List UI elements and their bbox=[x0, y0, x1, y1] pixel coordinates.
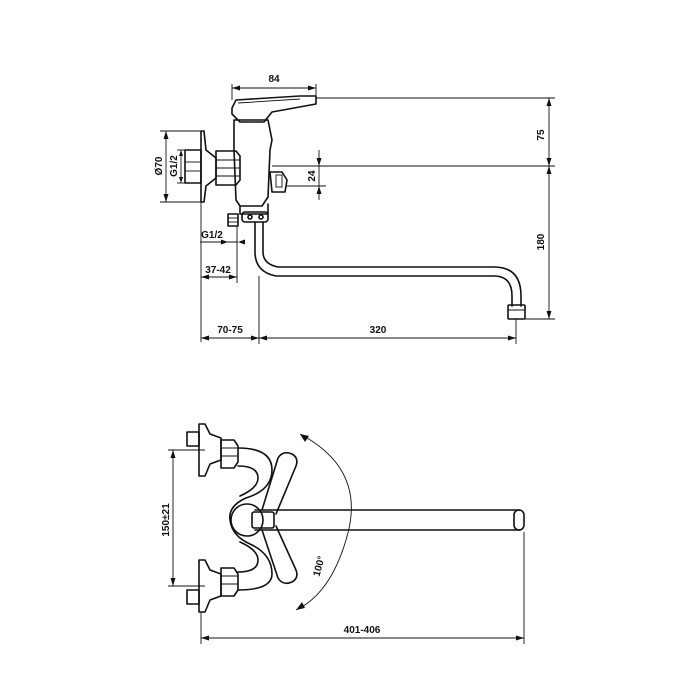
dim-outlet-offset: 24 bbox=[287, 150, 326, 200]
wall-flange bbox=[184, 130, 217, 203]
dim-label-g12-inlet: G1/2 bbox=[169, 155, 180, 177]
dim-wall-range: 37-42 bbox=[200, 202, 238, 342]
spout bbox=[254, 221, 526, 320]
side-view: 84 75 180 24 bbox=[154, 74, 555, 344]
dim-side-thread: G1/2 bbox=[200, 230, 245, 245]
dim-label-84: 84 bbox=[268, 74, 280, 85]
dim-right-heights: 75 180 bbox=[272, 97, 555, 320]
mixer-body-top bbox=[229, 447, 273, 591]
dim-inlet-thread: G1/2 bbox=[169, 149, 185, 184]
dim-centers: 150±21 bbox=[161, 449, 205, 587]
mixer-body bbox=[227, 119, 288, 227]
upper-inlet bbox=[186, 423, 239, 477]
union-nut bbox=[215, 150, 241, 186]
dim-label-75: 75 bbox=[536, 129, 547, 141]
dim-label-d70: Ø70 bbox=[154, 156, 165, 175]
spout-top bbox=[254, 509, 525, 531]
dim-overall-reach: 401-406 bbox=[200, 532, 525, 644]
dim-label-100deg: 100° bbox=[312, 555, 328, 578]
dim-label-70-75: 70-75 bbox=[217, 325, 243, 336]
dim-bottom-reach: 70-75 320 bbox=[201, 276, 517, 344]
dim-label-150-21: 150±21 bbox=[161, 503, 172, 537]
lever-handle bbox=[231, 95, 317, 123]
dim-label-g12-side: G1/2 bbox=[201, 230, 223, 241]
dim-label-401-406: 401-406 bbox=[344, 625, 381, 636]
dim-label-37-42: 37-42 bbox=[205, 265, 231, 276]
dim-rotation: 100° bbox=[295, 433, 352, 611]
dim-label-180: 180 bbox=[536, 233, 547, 250]
dim-label-320: 320 bbox=[370, 325, 387, 336]
dim-label-24: 24 bbox=[307, 170, 318, 182]
dim-handle-width: 84 bbox=[231, 74, 317, 100]
dim-flange-diameter: Ø70 bbox=[154, 130, 204, 203]
lever-positions bbox=[251, 451, 298, 585]
top-view: 100° 150±21 401-406 bbox=[161, 423, 525, 644]
